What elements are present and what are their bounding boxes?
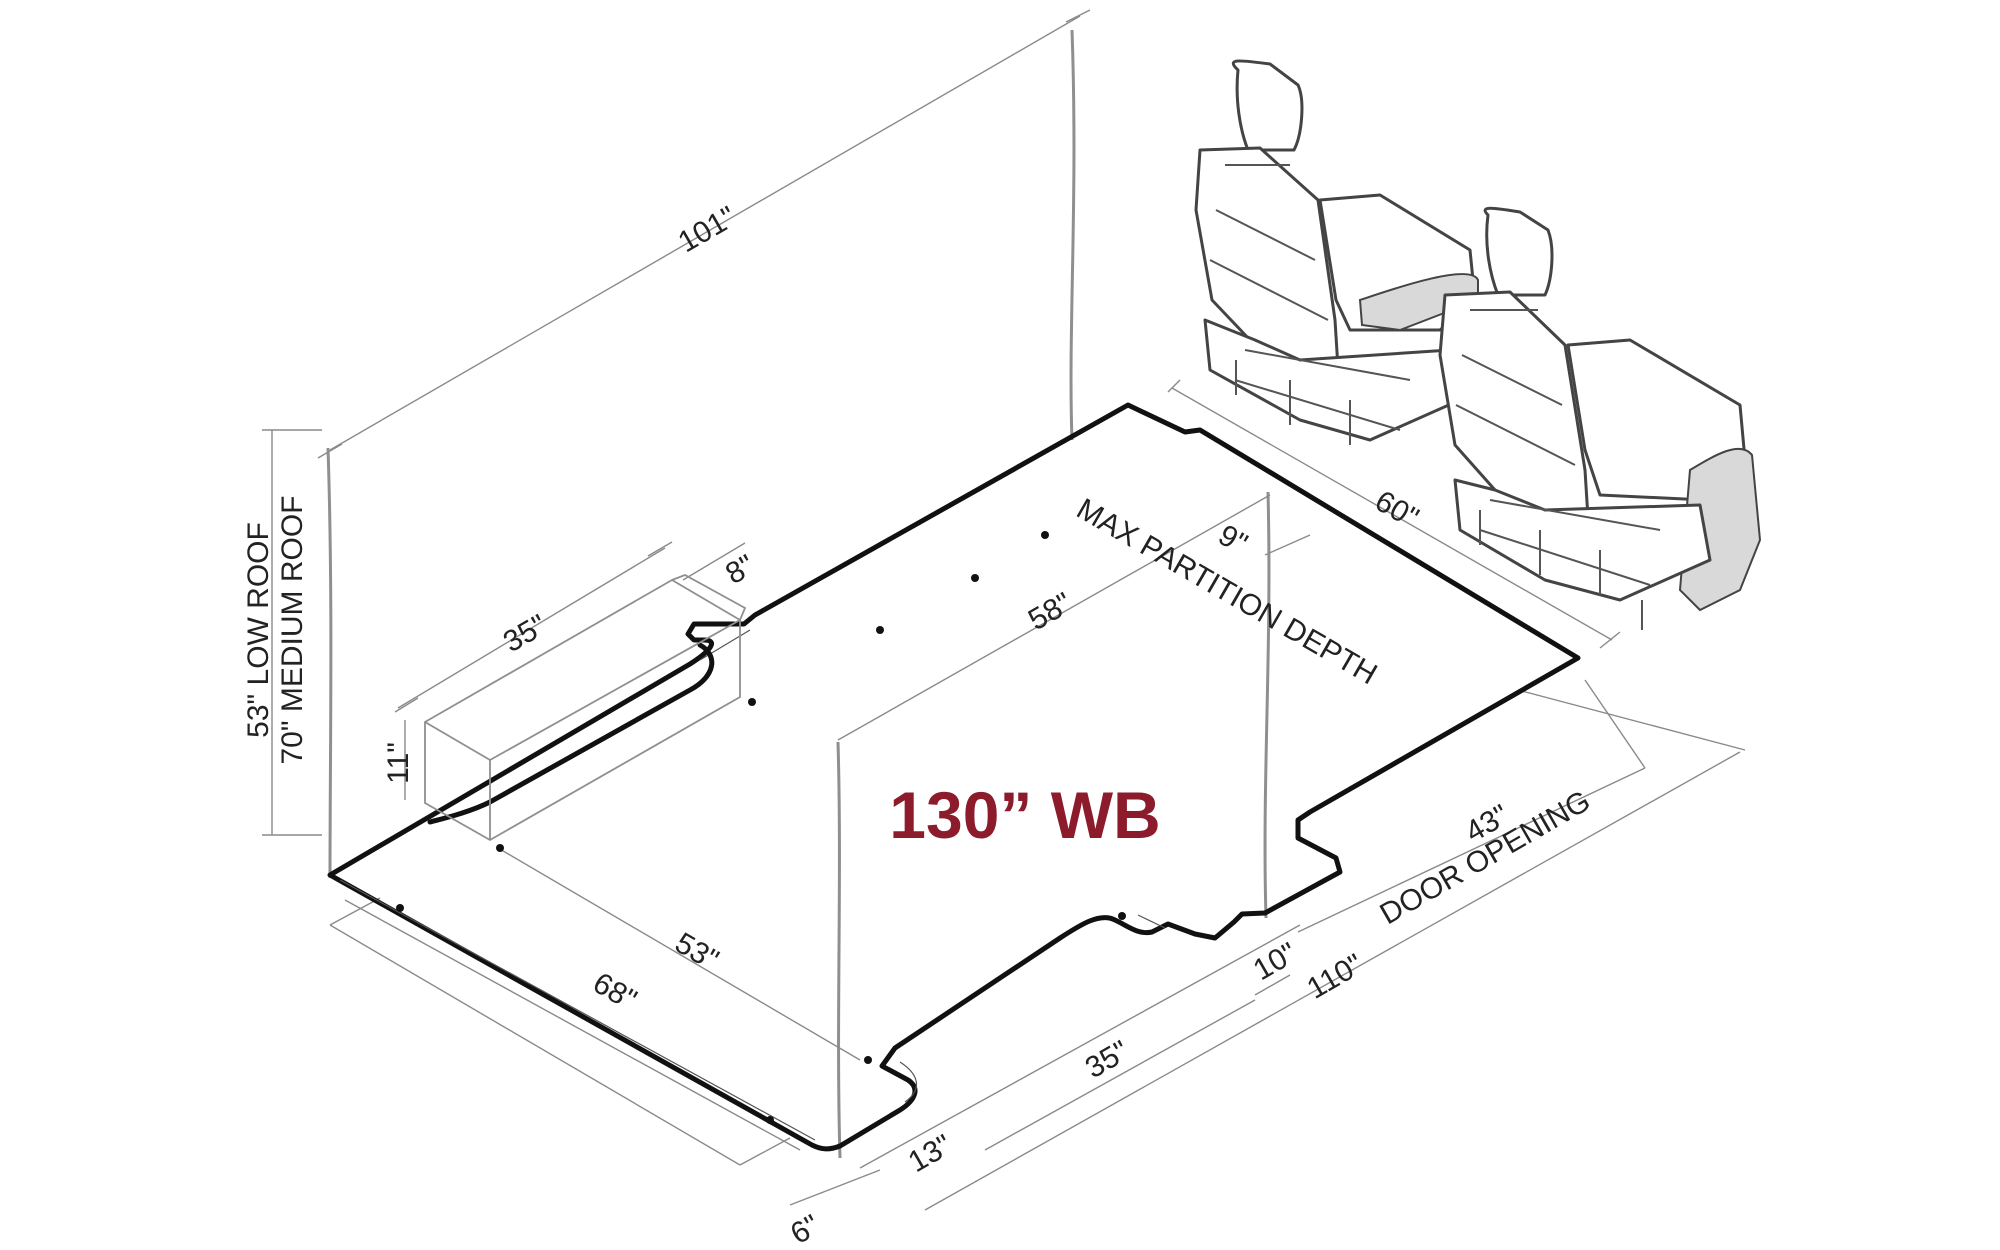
tie-down-points bbox=[396, 531, 1126, 1124]
floor-rear-width-label: 53" bbox=[669, 926, 724, 977]
front-seats-icon bbox=[1194, 59, 1762, 630]
driver-seat-icon bbox=[1194, 59, 1479, 445]
wall-length-label: 101" bbox=[673, 200, 742, 259]
floor-total-width-label: 68" bbox=[587, 966, 642, 1017]
passenger-seat-icon bbox=[1438, 206, 1762, 630]
partition-depth-value-label: 9" bbox=[1213, 519, 1253, 561]
height-medium-roof-label: 70" MEDIUM ROOF bbox=[276, 495, 309, 764]
rear-step-label: 13" bbox=[903, 1128, 958, 1179]
wall-lines bbox=[326, 29, 1271, 1159]
floor-outline bbox=[327, 402, 1581, 1152]
height-low-roof-label: 53" LOW ROOF bbox=[242, 522, 275, 738]
center-width-label: 58" bbox=[1023, 586, 1078, 637]
rear-overhang-label: 6" bbox=[785, 1209, 825, 1250]
wheel-well-height-label: 11" bbox=[382, 742, 415, 784]
total-length-label: 110" bbox=[1302, 948, 1369, 1006]
dimension-lines bbox=[262, 9, 1746, 1211]
wheel-well-box bbox=[424, 574, 747, 842]
wheel-well-length-label: 35" bbox=[498, 608, 553, 659]
side-step-label: 10" bbox=[1248, 936, 1303, 987]
wheelbase-title: 130” WB bbox=[889, 778, 1160, 852]
